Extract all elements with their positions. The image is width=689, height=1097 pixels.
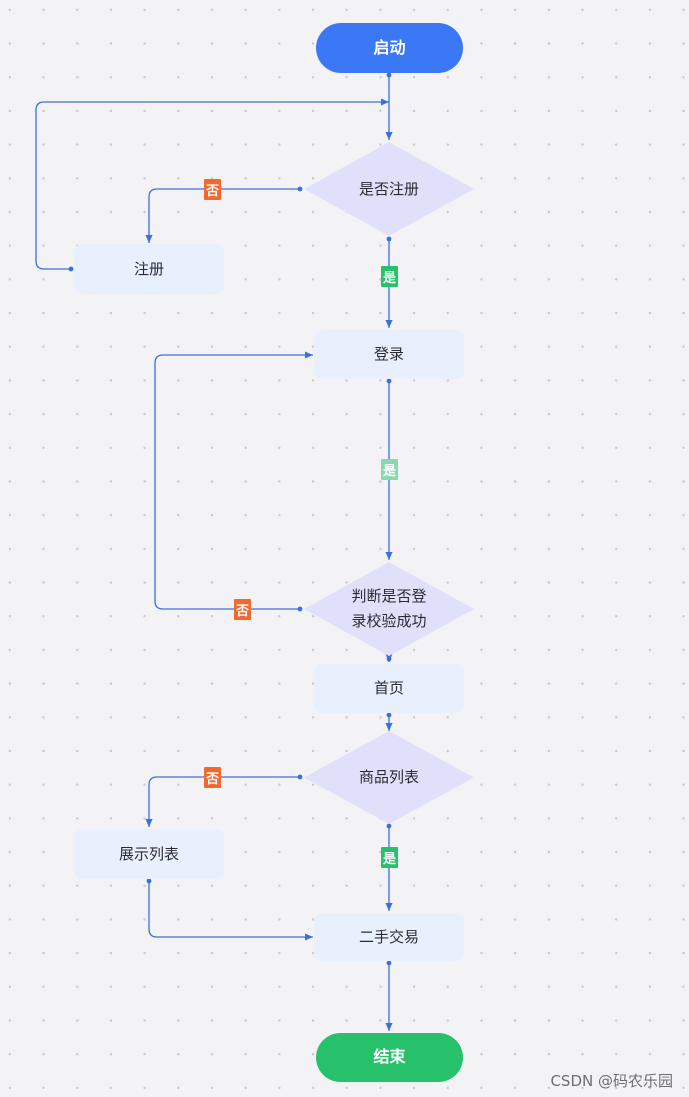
no-tag-login-check: 否: [234, 599, 251, 620]
login-check-line2: 录校验成功: [351, 612, 427, 630]
no-tag-product-list: 否: [204, 767, 221, 788]
is-registered-label: 是否注册: [358, 179, 419, 198]
decision-is-registered: 是否注册: [304, 142, 474, 236]
process-login: 登录: [314, 330, 464, 379]
show-list-label: 展示列表: [118, 844, 179, 863]
edge-product-list-no: [145, 776, 300, 827]
login-label: 登录: [373, 345, 404, 364]
decision-login-check: 判断是否登 录校验成功: [304, 562, 474, 656]
edge-check-no: [154, 351, 313, 610]
yes-tag-is-registered: 是: [381, 266, 398, 287]
process-show-list: 展示列表: [74, 829, 224, 879]
process-register: 注册: [74, 244, 224, 294]
diamond-shape: [304, 731, 474, 824]
diamond-shape: [304, 142, 474, 236]
product-list-label: 商品列表: [358, 768, 419, 787]
start-node: 启动: [316, 23, 463, 73]
end-label: 结束: [373, 1047, 406, 1067]
register-label: 注册: [133, 259, 164, 278]
login-check-label: 判断是否登 录校验成功: [351, 584, 426, 634]
process-trade: 二手交易: [314, 913, 464, 961]
yes-tag-login: 是: [381, 459, 398, 480]
start-label: 启动: [373, 37, 406, 57]
trade-label: 二手交易: [358, 927, 419, 946]
yes-tag-product-list: 是: [381, 847, 398, 868]
home-label: 首页: [373, 679, 404, 698]
edge-register-loop-back: [35, 98, 389, 270]
diamond-shape: [304, 562, 474, 656]
no-tag-is-registered: 否: [204, 179, 221, 200]
edge-show-list-to-trade: [148, 881, 313, 941]
edge-is-registered-no: [145, 188, 300, 243]
decision-product-list: 商品列表: [304, 731, 474, 824]
end-node: 结束: [316, 1033, 463, 1082]
process-home: 首页: [314, 664, 464, 713]
watermark: CSDN @码农乐园: [550, 1072, 673, 1090]
login-check-line1: 判断是否登: [351, 587, 427, 606]
